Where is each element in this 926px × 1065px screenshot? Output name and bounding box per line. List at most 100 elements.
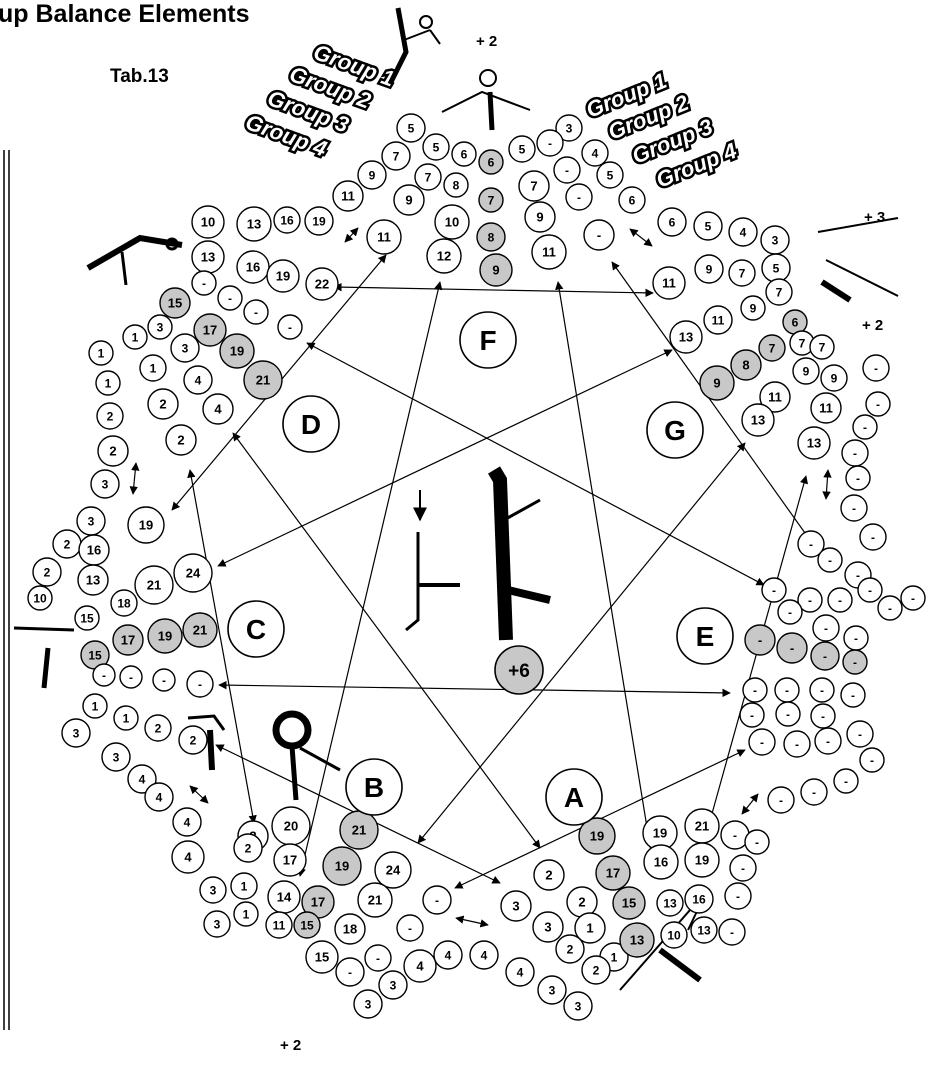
element-circle-label: 3	[73, 727, 80, 741]
element-circle: 5	[422, 133, 450, 161]
element-circle: 3	[760, 225, 790, 255]
element-circle-label: -	[888, 602, 892, 616]
element-circle-label: 3	[182, 342, 189, 356]
element-circle-label: -	[577, 191, 581, 205]
element-circle-label: -	[102, 669, 106, 683]
element-circle-label: -	[821, 710, 825, 724]
element-circle: 4	[202, 393, 234, 425]
element-circle: -	[748, 728, 776, 756]
element-circle: 1	[113, 705, 139, 731]
element-circle-label: -	[911, 592, 915, 606]
element-circle-shaded: -	[744, 624, 776, 656]
element-circle: -	[553, 156, 581, 184]
element-circle: 24	[374, 851, 412, 889]
element-circle: -	[396, 914, 424, 942]
connector-arrow	[217, 349, 673, 567]
element-circle-label: 19	[230, 344, 244, 359]
element-circle-label: 16	[692, 893, 706, 907]
element-circle-shaded: 8	[730, 349, 762, 381]
element-circle-shaded: 21	[339, 810, 379, 850]
element-circle-label: 6	[629, 194, 636, 208]
element-circle-label: 3	[210, 884, 217, 898]
element-circle-label: 15	[80, 612, 94, 626]
center-gymnast-figure	[405, 466, 551, 641]
element-circle-label: -	[733, 829, 737, 843]
element-circle-label: 4	[156, 791, 163, 805]
group-node-b: B	[345, 758, 403, 816]
element-circle-label: -	[228, 292, 232, 306]
element-circle-label: 17	[203, 323, 217, 338]
element-circle-label: 3	[365, 998, 372, 1012]
element-circle-label: 9	[369, 169, 376, 183]
element-circle: 10	[191, 205, 225, 239]
element-circle-label: 2	[109, 444, 116, 459]
element-circle-label: 13	[630, 933, 644, 948]
element-circle: 16	[236, 250, 270, 284]
element-circle-label: 2	[177, 433, 184, 448]
element-circle: -	[817, 547, 843, 573]
element-circle: -	[565, 183, 593, 211]
element-circle: 3	[532, 911, 564, 943]
element-circle-label: -	[162, 674, 166, 688]
element-circle-shaded: 6	[478, 149, 504, 175]
element-circle-label: 1	[243, 908, 250, 922]
element-circle: 2	[533, 859, 565, 891]
element-circle: 3	[61, 718, 91, 748]
element-circle-label: 4	[214, 402, 222, 417]
element-circle-label: 19	[139, 518, 153, 533]
bonus-label-bottom: + 2	[280, 1037, 301, 1054]
group-node-a: A	[545, 768, 603, 826]
element-circle-label: 13	[86, 573, 100, 588]
element-circle: 9	[393, 184, 425, 216]
element-circle: 3	[147, 314, 173, 340]
element-circle-label: -	[808, 594, 812, 608]
element-circle-label: 4	[184, 850, 192, 865]
element-circle: -	[800, 778, 828, 806]
element-circle-label: -	[730, 926, 734, 940]
element-circle-label: 7	[769, 342, 776, 356]
element-circle-label: 4	[184, 816, 191, 830]
element-circle-label: -	[736, 890, 740, 904]
element-circle-shaded: 17	[112, 624, 144, 656]
element-circle-label: 13	[807, 436, 821, 451]
element-circle-label: 19	[590, 829, 604, 844]
table-label: Tab.13	[110, 66, 169, 87]
element-circle-label: 2	[578, 895, 585, 910]
element-circle-shaded: 6	[782, 309, 808, 335]
element-circle: 15	[305, 940, 339, 974]
connector-arrow	[741, 793, 759, 815]
element-circle-label: 2	[64, 538, 71, 552]
bonus-label-right-upper: + 3	[864, 209, 885, 226]
element-circle: 16	[643, 844, 679, 880]
element-circle-label: 16	[654, 855, 668, 870]
element-circle-label: 18	[117, 597, 131, 611]
element-circle: -	[841, 439, 869, 467]
element-circle-label: 11	[768, 390, 782, 405]
element-circle-label: 7	[799, 337, 806, 351]
element-circle-label: -	[851, 689, 855, 703]
element-circle-shaded: 21	[182, 612, 218, 648]
connector-arrow	[344, 227, 359, 243]
element-circle-label: 19	[276, 269, 290, 284]
element-circle: 12	[426, 238, 462, 274]
element-circle: -	[119, 665, 143, 689]
element-circle-label: 15	[88, 649, 102, 663]
element-circle: 13	[690, 916, 718, 944]
element-circle-label: -	[871, 531, 875, 545]
element-circle-label: 2	[190, 734, 197, 748]
element-circle: 2	[165, 424, 197, 456]
element-circle-label: 10	[33, 592, 47, 606]
element-circle-label: -	[741, 862, 745, 876]
element-circle: 13	[656, 889, 684, 917]
element-circle: -	[852, 414, 878, 440]
element-circle: 2	[52, 529, 82, 559]
element-circle-shaded: 7	[478, 187, 504, 213]
element-circle: 9	[524, 201, 556, 233]
element-circle: 1	[230, 872, 258, 900]
element-circle-label: 8	[453, 179, 460, 193]
connector-arrow	[455, 915, 489, 928]
element-circle: 11	[810, 392, 842, 424]
element-circle: -	[809, 677, 835, 703]
element-circle-label: 3	[102, 478, 109, 492]
